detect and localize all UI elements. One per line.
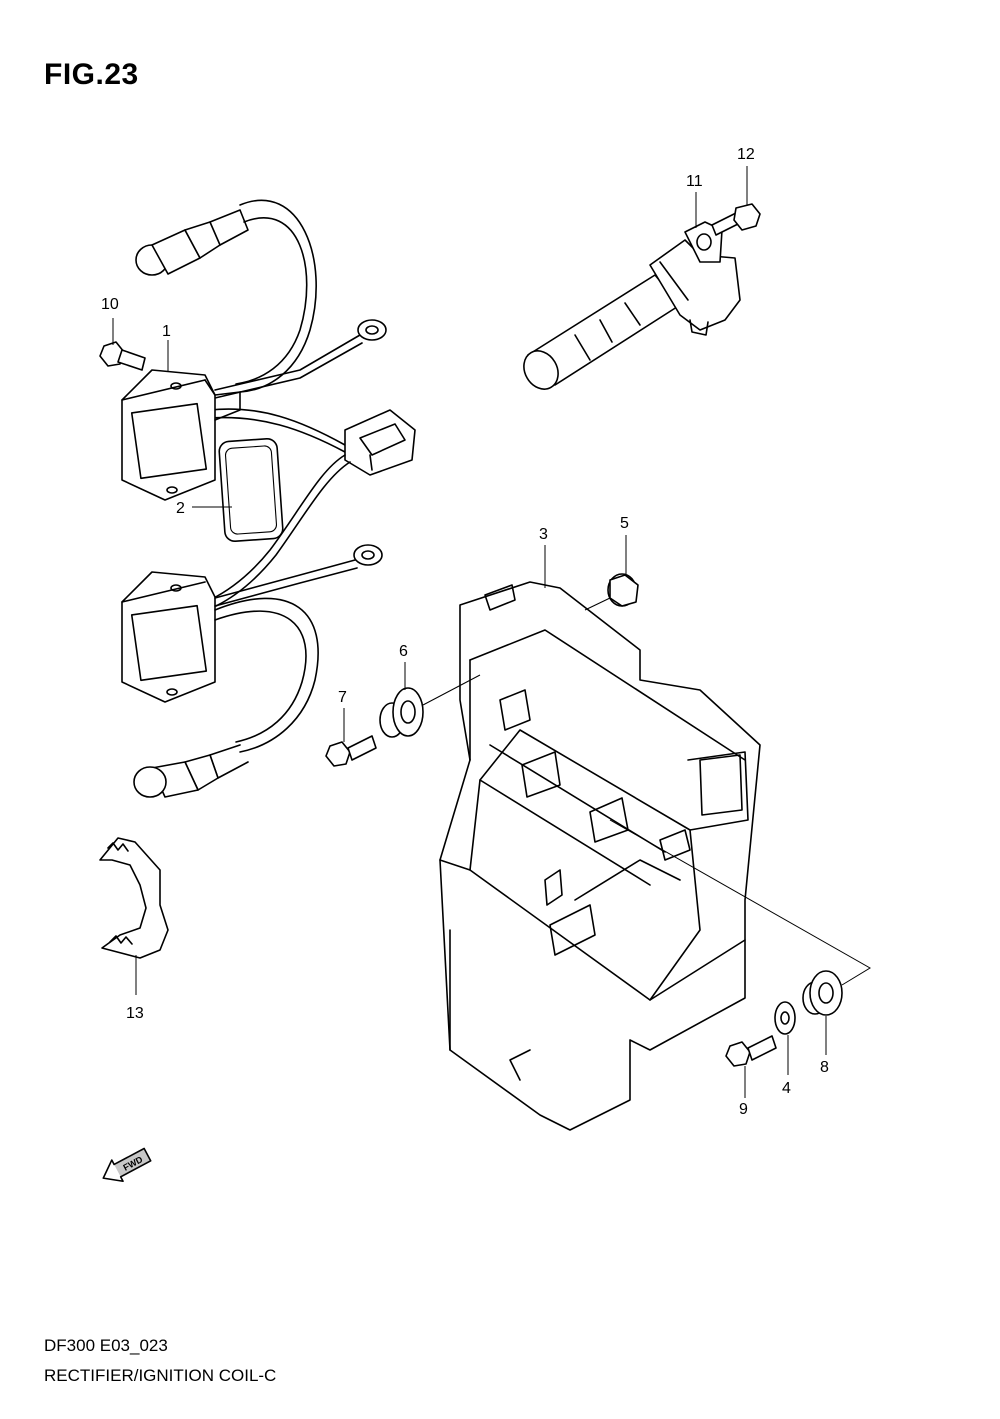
- washer-4[interactable]: [774, 1001, 796, 1035]
- grommet-8[interactable]: [802, 970, 843, 1016]
- figure-title: FIG.23: [44, 58, 139, 91]
- fwd-arrow-icon: FWD: [102, 1147, 152, 1183]
- case[interactable]: [439, 581, 761, 1131]
- gasket[interactable]: [218, 437, 284, 543]
- clamp[interactable]: [99, 837, 169, 959]
- model-code: DF300 E03_023: [44, 1336, 168, 1355]
- rectifier-lower[interactable]: [121, 544, 383, 798]
- callout-1: 1: [162, 323, 171, 340]
- callout-9: 9: [739, 1101, 748, 1118]
- callout-8: 8: [820, 1059, 829, 1076]
- ignition-coil[interactable]: [517, 221, 741, 395]
- callout-3: 3: [539, 526, 548, 543]
- callout-6: 6: [399, 643, 408, 660]
- rectifier-upper[interactable]: [121, 199, 416, 501]
- callout-12: 12: [737, 146, 755, 163]
- bolt-9[interactable]: [725, 1035, 777, 1067]
- callout-13: 13: [126, 1005, 144, 1022]
- callout-5: 5: [620, 515, 629, 532]
- callout-11: 11: [686, 173, 703, 190]
- callout-4: 4: [782, 1080, 791, 1097]
- footer-title: RECTIFIER/IGNITION COIL-C: [44, 1366, 277, 1385]
- callout-7: 7: [338, 689, 347, 706]
- bolt-7[interactable]: [325, 735, 377, 767]
- callout-labels: 1 2 3 4 5 6 7 8 9 10 11 12 13: [101, 146, 829, 1118]
- callout-2: 2: [176, 500, 185, 517]
- bolt-12[interactable]: [711, 203, 761, 236]
- grommet-5[interactable]: [607, 573, 639, 607]
- grommet-6[interactable]: [379, 687, 424, 738]
- bolt-10[interactable]: [99, 341, 146, 371]
- leader-lines: [112, 166, 871, 1098]
- callout-10: 10: [101, 296, 119, 313]
